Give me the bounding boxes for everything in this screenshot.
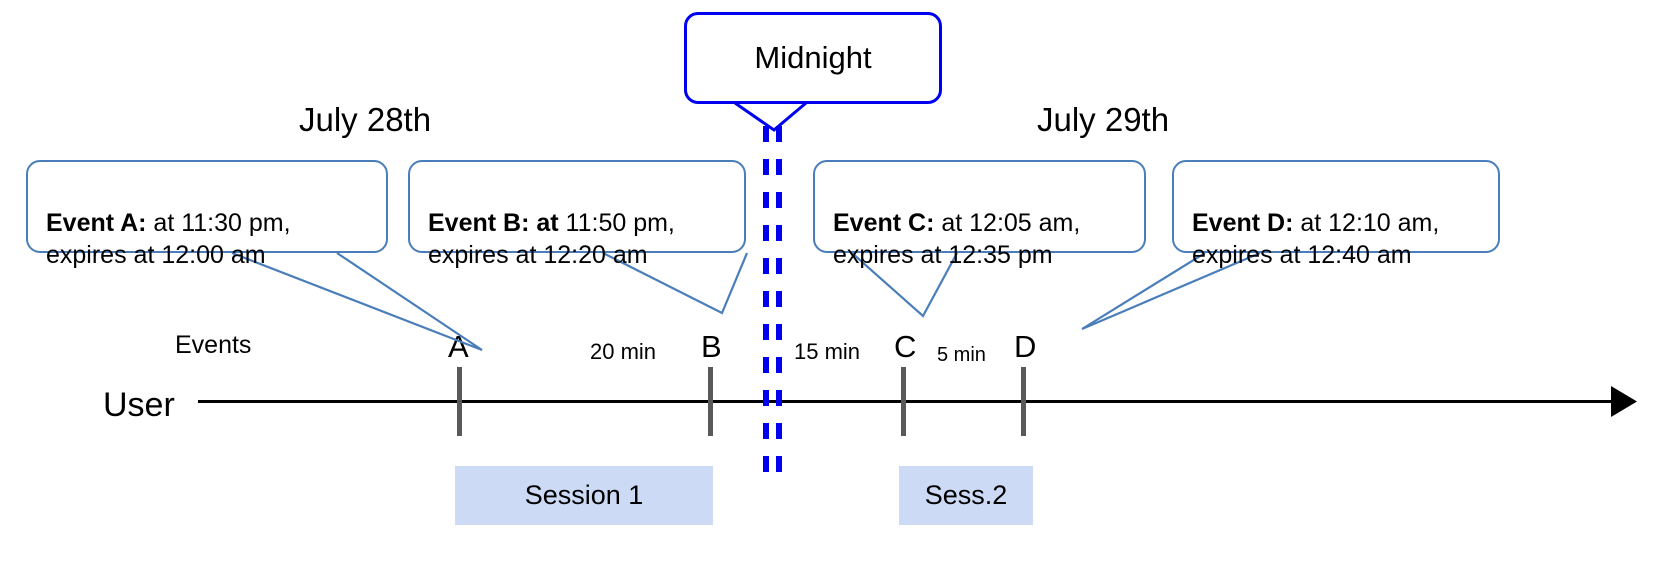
callout-event-d-line1: at 12:10 am, [1293, 208, 1440, 237]
callout-event-a-bold: Event A: [46, 208, 147, 237]
tick-label-c: C [894, 329, 917, 364]
tick-label-b: B [701, 329, 722, 364]
session-block-1: Session 1 [455, 466, 713, 525]
timeline-axis-line [198, 400, 1618, 403]
callout-event-c: Event C: at 12:05 am, expires at 12:35 pm [813, 160, 1146, 269]
callout-event-a-line1: at 11:30 pm, [146, 208, 291, 237]
session-2-label: Sess.2 [924, 480, 1008, 510]
callout-event-b-bold: Event B: at [428, 208, 559, 237]
midnight-callout: Midnight [684, 12, 942, 104]
callout-event-d-bold: Event D: [1192, 208, 1294, 237]
callout-event-a-line2: expires at 12:00 am [46, 241, 266, 269]
callout-event-c-line2: expires at 12:35 pm [833, 241, 1053, 269]
midnight-label: Midnight [754, 40, 872, 75]
events-row-label: Events [175, 331, 252, 359]
tick-label-d: D [1014, 329, 1037, 364]
session-1-label: Session 1 [524, 480, 644, 510]
callout-event-c-bold: Event C: [833, 208, 935, 237]
callout-event-d: Event D: at 12:10 am, expires at 12:40 am [1172, 160, 1500, 269]
user-row-label: User [103, 386, 175, 424]
interval-label-a-to-b: 20 min [590, 339, 657, 364]
day-label-july-28: July 28th [299, 101, 432, 138]
tick-label-a: A [448, 329, 469, 364]
callout-event-d-line2: expires at 12:40 am [1192, 241, 1412, 269]
tick-mark-a [457, 367, 462, 436]
day-label-july-29: July 29th [1037, 101, 1170, 138]
tick-mark-d [1021, 367, 1026, 436]
interval-label-b-to-c: 15 min [794, 339, 861, 364]
callout-event-b-line1: 11:50 pm, [558, 208, 675, 237]
tick-mark-b [708, 367, 713, 436]
callout-event-b: Event B: at 11:50 pm, expires at 12:20 am [408, 160, 746, 269]
tick-mark-c [901, 367, 906, 436]
callout-event-a: Event A: at 11:30 pm, expires at 12:00 am [26, 160, 388, 269]
session-block-2: Sess.2 [899, 466, 1033, 525]
callout-event-c-line1: at 12:05 am, [934, 208, 1081, 237]
callout-event-b-line2: expires at 12:20 am [428, 241, 648, 269]
midnight-callout-tail [734, 101, 807, 132]
interval-label-c-to-d: 5 min [937, 344, 986, 366]
